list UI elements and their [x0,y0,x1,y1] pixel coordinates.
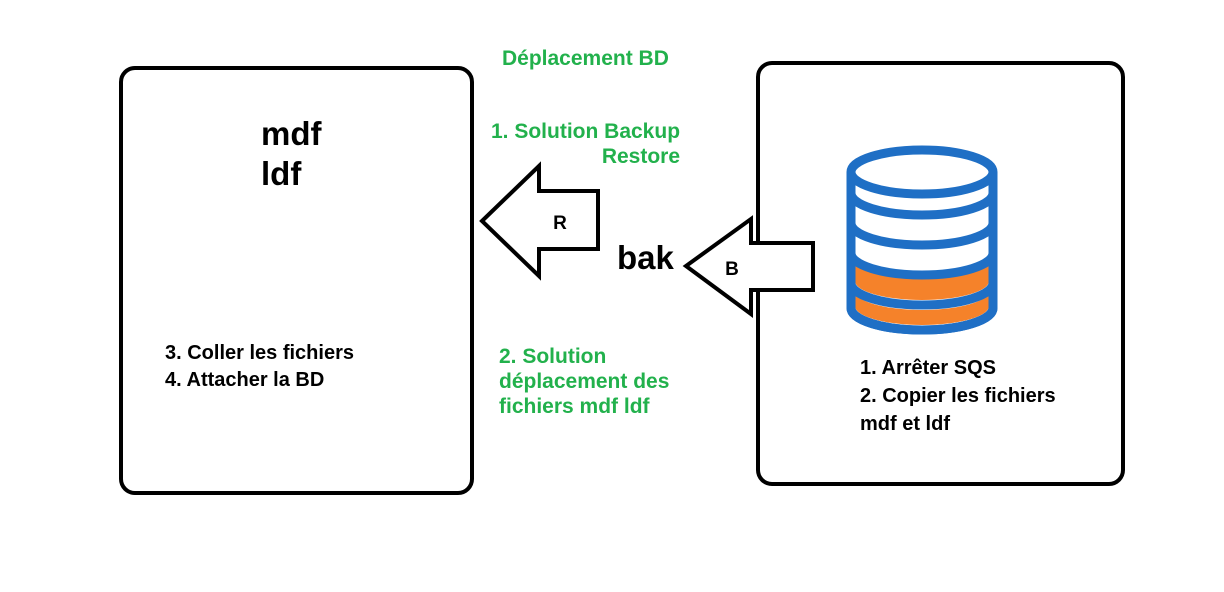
restore-arrow-label: R [553,213,567,234]
solution-move-files-label: 2. Solution déplacement des fichiers mdf… [499,344,669,420]
backup-file-label: bak [617,239,674,276]
solution-move-line3: fichiers mdf ldf [499,395,650,419]
file-ext-mdf: mdf [261,115,322,152]
step-stop-sqs: 1. Arrêter SQS [860,357,996,379]
step-attach-db: 4. Attacher la BD [165,369,325,391]
destination-steps: 3. Coller les fichiers 4. Attacher la BD [165,340,354,394]
solution-backup-restore-label: 1. Solution Backup Restore [491,119,680,169]
solution-backup-line1: 1. Solution Backup [491,120,681,143]
step-paste-files: 3. Coller les fichiers [165,342,354,364]
source-steps: 1. Arrêter SQS 2. Copier les fichiers md… [860,354,1056,438]
file-ext-ldf: ldf [261,154,302,192]
destination-server-box: mdf ldf 3. Coller les fichiers 4. Attach… [119,66,474,495]
backup-arrow [682,215,815,318]
step-copy-files-cont: mdf et ldf [860,413,950,435]
solution-move-line1: 2. Solution [499,345,607,368]
backup-arrow-label: B [725,259,739,280]
step-copy-files: 2. Copier les fichiers [860,385,1056,407]
database-icon [846,145,998,335]
file-extensions: mdf ldf [261,114,322,193]
diagram-title: Déplacement BD [502,47,669,70]
restore-arrow [479,161,600,281]
solution-move-line2: déplacement des [499,370,670,394]
solution-backup-line2: Restore [601,145,681,169]
